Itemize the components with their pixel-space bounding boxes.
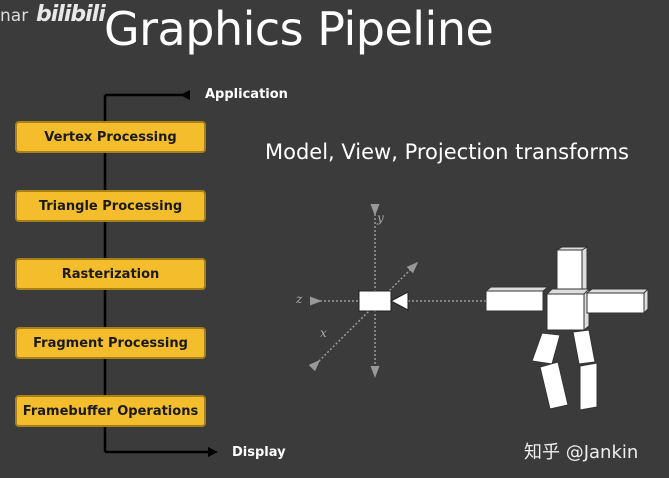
x-axis-label: x [320, 326, 327, 340]
y-axis-label: y [376, 211, 384, 225]
slide-title: Graphics Pipeline [104, 2, 494, 56]
stage-framebuffer-operations: Framebuffer Operations [15, 395, 206, 427]
x-axis [308, 261, 419, 372]
stage-rasterization: Rasterization [15, 258, 206, 290]
application-label: Application [205, 87, 288, 102]
credit-watermark: 知乎 @Jankin [524, 442, 639, 463]
camera-icon [358, 290, 409, 312]
illustration-subtitle: Model, View, Projection transforms [265, 140, 629, 164]
z-axis-label: z [295, 292, 303, 306]
display-label: Display [232, 445, 286, 460]
stage-vertex-processing: Vertex Processing [15, 121, 206, 153]
watermark-text: nar [0, 6, 29, 26]
robot-model [484, 246, 650, 411]
bilibili-logo: bilibili [36, 2, 106, 27]
stage-triangle-processing: Triangle Processing [15, 190, 206, 222]
stage-fragment-processing: Fragment Processing [15, 327, 206, 359]
